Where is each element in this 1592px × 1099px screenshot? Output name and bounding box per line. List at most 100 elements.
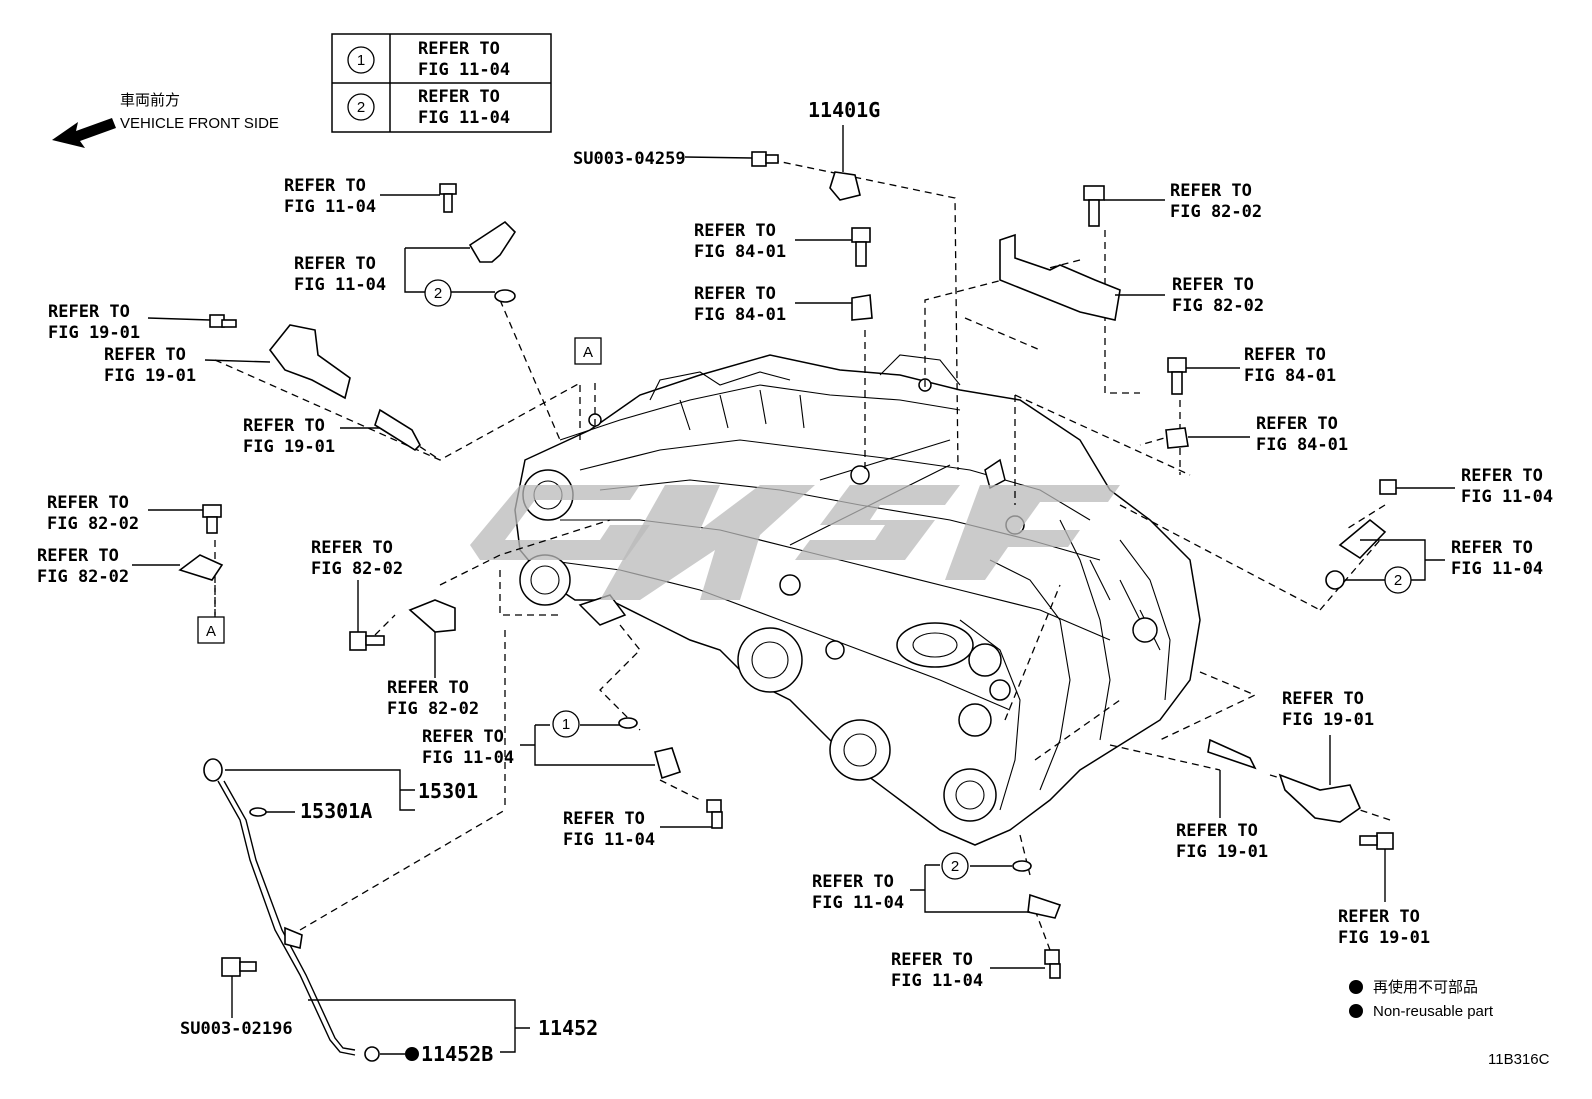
bolt-icon <box>1044 949 1061 979</box>
callout-label: REFER TO <box>1172 275 1254 295</box>
o-ring-icon <box>618 717 638 729</box>
callout-label: FIG 19-01 <box>48 323 140 343</box>
non-reusable-dot-icon <box>1349 1004 1363 1018</box>
callout-label: REFER TO <box>284 176 366 196</box>
callout-label: FIG 19-01 <box>1176 842 1268 862</box>
callout-label: REFER TO <box>694 221 776 241</box>
callout-label: FIG 84-01 <box>1256 435 1348 455</box>
bolt-icon <box>706 799 723 829</box>
callout-label: REFER TO <box>812 872 894 892</box>
callout-label: FIG 19-01 <box>1282 710 1374 730</box>
callout-label: REFER TO <box>104 345 186 365</box>
callout-label: FIG 82-02 <box>387 699 479 719</box>
callout-label: REFER TO <box>1461 466 1543 486</box>
callout-label: FIG 84-01 <box>1244 366 1336 386</box>
front-label-en: VEHICLE FRONT SIDE <box>120 115 279 132</box>
callout-label: REFER TO <box>1451 538 1533 558</box>
marker-a-top: A <box>574 337 602 365</box>
callout-label: REFER TO <box>1282 689 1364 709</box>
leader-lines <box>132 125 1455 1055</box>
part-number-11452: 11452 <box>538 1016 598 1040</box>
vehicle-front-indicator: 車両前方 VEHICLE FRONT SIDE <box>52 92 279 148</box>
bracket-icon <box>408 599 456 633</box>
marker-label: 2 <box>1394 572 1402 589</box>
callout-label: FIG 11-04 <box>563 830 655 850</box>
cam-sensor-icon <box>1027 893 1062 919</box>
bolt-icon <box>209 314 237 328</box>
spark-plug-icon <box>374 408 421 452</box>
o-ring-icon <box>494 289 516 303</box>
arrow-left-icon <box>52 118 116 148</box>
callout-label: REFER TO <box>1244 345 1326 365</box>
callout-label: FIG 11-04 <box>812 893 904 913</box>
callout-label: REFER TO <box>387 678 469 698</box>
table-row-1-line1: REFER TO <box>418 39 500 59</box>
sensor-icon <box>1165 427 1189 449</box>
legend-label-jp: 再使用不可部品 <box>1373 979 1478 996</box>
callout-label: FIG 84-01 <box>694 242 786 262</box>
callout-label: REFER TO <box>563 809 645 829</box>
callout-label: REFER TO <box>422 727 504 747</box>
circle-marker-2: 2 <box>424 279 452 307</box>
o-ring-icon <box>364 1046 380 1062</box>
part-number-11452b: 11452B <box>421 1042 493 1066</box>
bolt-icon <box>1167 357 1187 395</box>
spark-plug-icon <box>1207 738 1257 770</box>
callout-label: REFER TO <box>1176 821 1258 841</box>
callout-labels: 11401G SU003-04259 REFER TO FIG 11-04 RE… <box>37 98 1553 1066</box>
bolt-icon <box>751 151 779 167</box>
callout-label: REFER TO <box>1170 181 1252 201</box>
bolt-icon <box>1083 185 1105 227</box>
callout-label: FIG 82-02 <box>1172 296 1264 316</box>
circle-marker-2: 2 <box>941 852 969 880</box>
part-number-su003-02196: SU003-02196 <box>180 1019 293 1039</box>
callout-label: FIG 11-04 <box>891 971 983 991</box>
table-row-2-line1: REFER TO <box>418 87 500 107</box>
callout-label: REFER TO <box>243 416 325 436</box>
callout-label: FIG 84-01 <box>694 305 786 325</box>
part-number-15301a: 15301A <box>300 799 372 823</box>
table-row-1-line2: FIG 11-04 <box>418 60 510 80</box>
bolt-icon <box>221 957 257 977</box>
callout-label: FIG 11-04 <box>1461 487 1553 507</box>
reference-table: 1 2 REFER TO FIG 11-04 REFER TO FIG 11-0… <box>331 33 552 133</box>
callout-label: FIG 82-02 <box>311 559 403 579</box>
marker-label: A <box>206 623 216 640</box>
bracket-icon <box>178 554 224 581</box>
callout-label: REFER TO <box>47 493 129 513</box>
bracket-icon <box>999 233 1121 321</box>
legend: 再使用不可部品 Non-reusable part <box>1349 979 1494 1020</box>
watermark-logo <box>470 485 1120 600</box>
table-circle-2: 2 <box>357 99 365 116</box>
callout-label: FIG 82-02 <box>1170 202 1262 222</box>
figure-code: 11B316C <box>1488 1051 1550 1068</box>
part-number-su003-04259: SU003-04259 <box>573 149 686 169</box>
bolt-icon <box>349 631 385 651</box>
ignition-coil-icon <box>268 324 351 400</box>
legend-label-en: Non-reusable part <box>1373 1003 1494 1020</box>
oil-level-gauge-icon <box>203 758 356 1056</box>
callout-label: FIG 11-04 <box>422 748 514 768</box>
callout-label: REFER TO <box>311 538 393 558</box>
knock-sensor-icon <box>829 171 861 201</box>
callout-label: REFER TO <box>891 950 973 970</box>
marker-a-left: A <box>197 616 225 644</box>
callout-label: REFER TO <box>37 546 119 566</box>
marker-label: 2 <box>434 285 442 302</box>
cam-sensor-icon <box>468 220 517 263</box>
circle-marker-1: 1 <box>552 710 580 738</box>
callout-label: FIG 19-01 <box>1338 928 1430 948</box>
part-number-11401g: 11401G <box>808 98 880 122</box>
bolt-icon <box>439 183 457 213</box>
sensor-icon <box>851 294 873 321</box>
callout-label: REFER TO <box>694 284 776 304</box>
o-ring-icon <box>1012 860 1032 872</box>
bolt-icon <box>1379 479 1397 495</box>
o-ring-icon <box>249 807 267 817</box>
non-reusable-dot-icon <box>1349 980 1363 994</box>
callout-label: FIG 82-02 <box>47 514 139 534</box>
ignition-coil-icon <box>1278 773 1361 823</box>
guide-bracket-icon <box>284 926 303 950</box>
callout-label: REFER TO <box>48 302 130 322</box>
part-number-15301: 15301 <box>418 779 478 803</box>
